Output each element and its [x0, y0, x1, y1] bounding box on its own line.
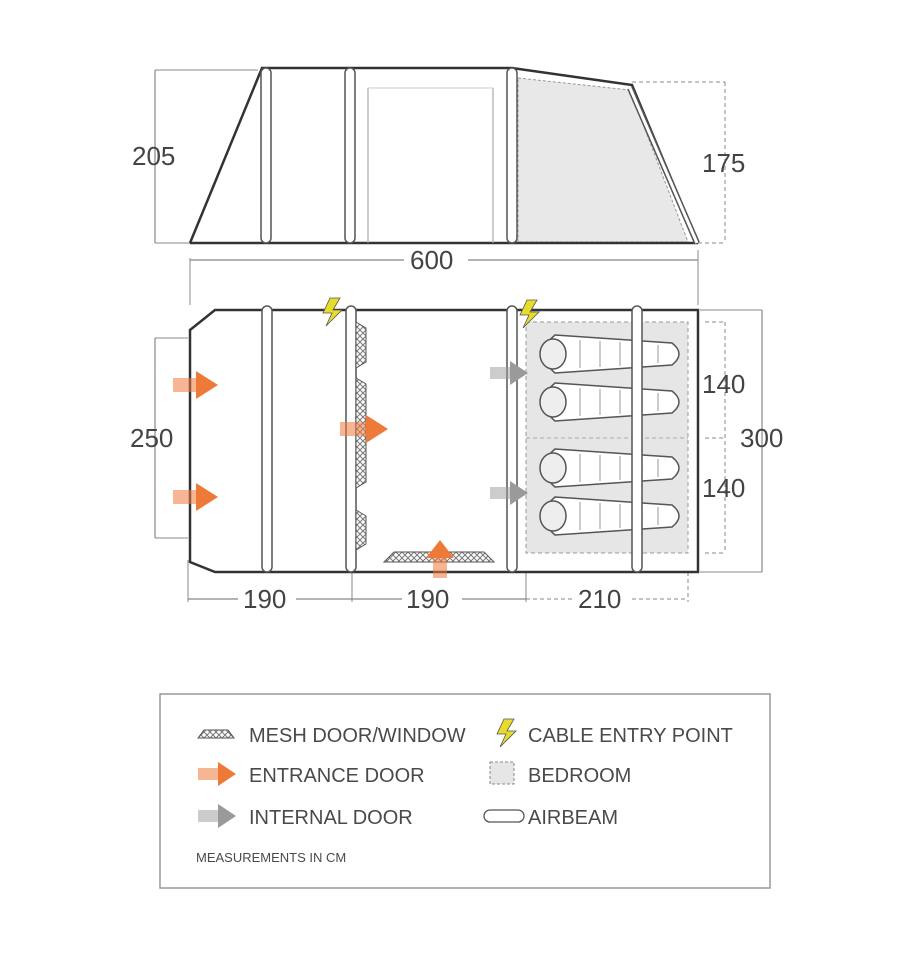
- bedroom-legend-icon: [489, 761, 515, 785]
- sleeping-bag: [539, 382, 680, 422]
- dim-section-3: 210: [578, 584, 621, 614]
- legend-cable-label: CABLE ENTRY POINT: [528, 725, 733, 747]
- dim-side-inner-height: 175: [702, 148, 745, 178]
- entrance-arrow: [340, 415, 388, 443]
- airbeam-2: [345, 305, 357, 573]
- dim-width-total: 300: [740, 423, 783, 453]
- dim-bedroom-top: 140: [702, 369, 745, 399]
- dim-bedroom-bottom: 140: [702, 473, 745, 503]
- sleeping-bag: [539, 448, 680, 488]
- side-airbeam-2: [344, 67, 356, 244]
- dim-section-1: 190: [243, 584, 286, 614]
- sleeping-bags: [539, 334, 680, 536]
- cable-entry-icon: [519, 299, 540, 329]
- legend-box: [159, 693, 771, 889]
- airbeam-1: [261, 305, 273, 573]
- internal-door-arrow: [490, 361, 528, 385]
- legend-mesh-label: MESH DOOR/WINDOW: [249, 725, 466, 747]
- entrance-arrow: [426, 540, 454, 578]
- dim-side-height: 205: [132, 141, 175, 171]
- mesh-icon: [197, 729, 235, 739]
- internal-door-icon: [198, 804, 236, 828]
- internal-door-arrow: [490, 481, 528, 505]
- airbeam-legend-icon: [483, 809, 525, 823]
- dim-width-front: 250: [130, 423, 173, 453]
- floor-plan: [154, 297, 763, 602]
- mesh-panel: [355, 321, 367, 369]
- cable-entry-legend-icon: [496, 718, 517, 748]
- airbeam-4: [631, 305, 643, 573]
- dim-total-length: 600: [410, 245, 453, 275]
- entrance-arrow: [173, 483, 218, 511]
- measurement-note: MEASUREMENTS IN CM: [196, 850, 346, 865]
- entrance-arrow: [173, 371, 218, 399]
- legend-internal-label: INTERNAL DOOR: [249, 807, 413, 829]
- legend-entrance-label: ENTRANCE DOOR: [249, 765, 425, 787]
- mesh-panel: [355, 509, 367, 551]
- side-elevation: [154, 66, 726, 305]
- entrance-door-icon: [198, 762, 236, 786]
- side-airbeam-1: [260, 67, 272, 244]
- sleeping-bag: [539, 496, 680, 536]
- sleeping-bag: [539, 334, 680, 374]
- airbeam-3: [506, 305, 518, 573]
- legend-bedroom-label: BEDROOM: [528, 765, 631, 787]
- legend-airbeam-label: AIRBEAM: [528, 807, 618, 829]
- cable-entry-icon: [322, 297, 343, 327]
- dim-section-2: 190: [406, 584, 449, 614]
- side-airbeam-3: [506, 67, 518, 244]
